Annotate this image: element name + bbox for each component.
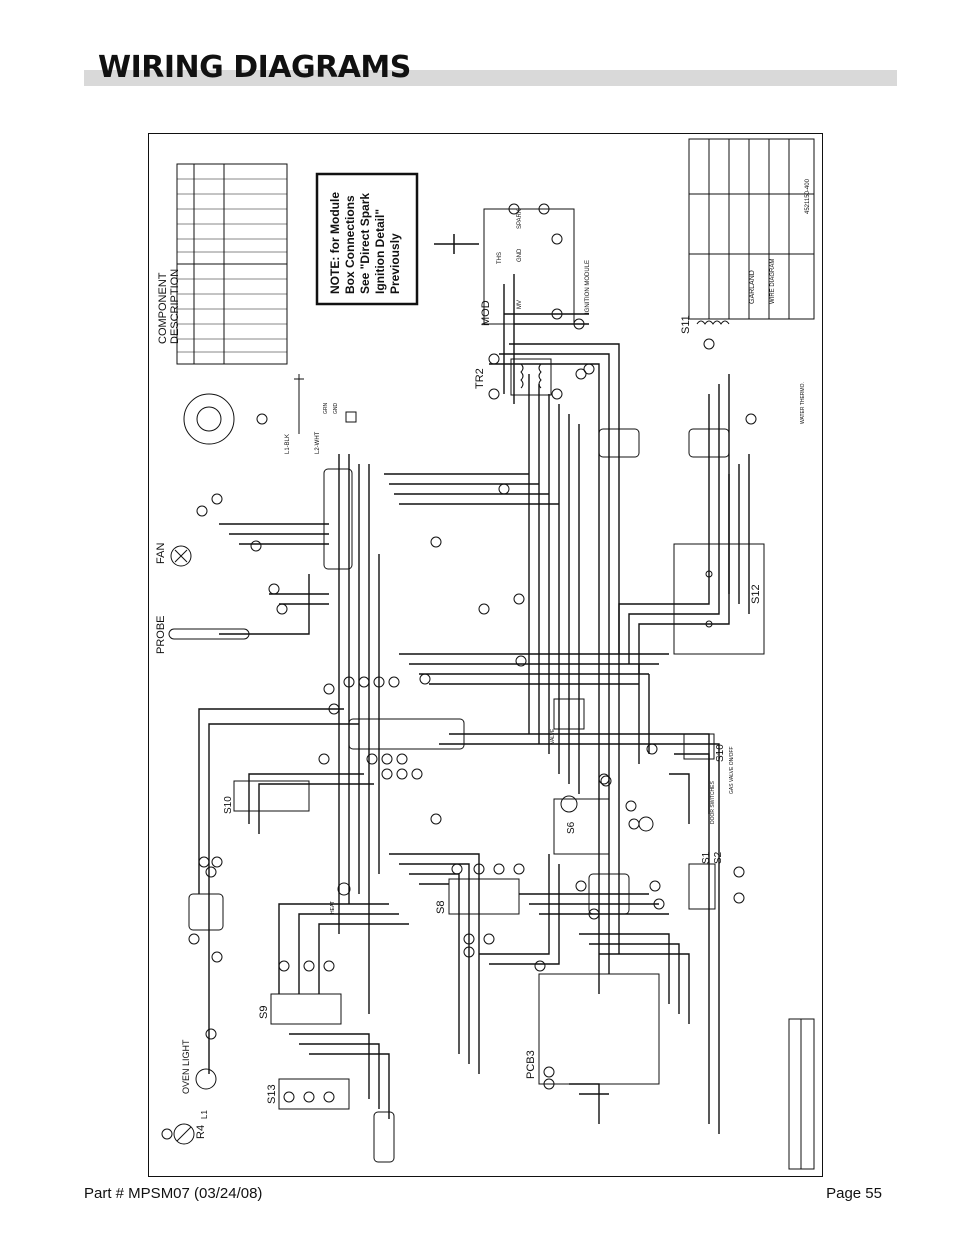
ignition-module: SPARK GND MV THS IGNITION MODULE MOD xyxy=(434,208,591,326)
svg-text:OVEN LIGHT: OVEN LIGHT xyxy=(181,1039,191,1094)
page-number: Page 55 xyxy=(826,1185,882,1202)
wires xyxy=(198,274,750,1134)
motor xyxy=(183,393,235,445)
svg-text:PROBE: PROBE xyxy=(155,615,167,654)
svg-text:S12: S12 xyxy=(750,584,762,604)
svg-text:FAN: FAN xyxy=(155,543,167,564)
switch-s11: S11 WATER THERMO. xyxy=(680,315,806,424)
svg-text:S10: S10 xyxy=(223,796,234,814)
svg-text:L1: L1 xyxy=(200,1110,209,1119)
svg-text:DOOR SWITCHES: DOOR SWITCHES xyxy=(710,781,716,824)
svg-text:L2-WHT: L2-WHT xyxy=(315,431,321,454)
terminal-block-main xyxy=(188,428,730,1163)
pcb3: PCB3 xyxy=(525,973,660,1085)
wiring-diagram: COMPONENT DESCRIPTION NOTE: for Module B… xyxy=(148,133,823,1177)
svg-text:GND: GND xyxy=(333,403,339,415)
svg-text:Box Connections: Box Connections xyxy=(343,195,357,294)
svg-text:COMPONENT: COMPONENT xyxy=(157,272,169,344)
svg-text:HEAT: HEAT xyxy=(330,901,336,914)
component-description-label: COMPONENT DESCRIPTION xyxy=(157,269,181,344)
ground-symbol: GND GRN xyxy=(323,403,357,423)
svg-text:Previously: Previously xyxy=(388,233,402,294)
svg-text:S6: S6 xyxy=(566,821,577,834)
thermo-r4: R4 xyxy=(173,1123,207,1145)
fan: FAN xyxy=(155,543,192,567)
svg-text:DESCRIPTION: DESCRIPTION xyxy=(169,269,181,344)
svg-text:WIRE DIAGRAM: WIRE DIAGRAM xyxy=(770,259,776,304)
transformer-tr2: TR2 xyxy=(474,358,552,396)
svg-text:See "Direct Spark: See "Direct Spark xyxy=(358,193,372,294)
switch-s10-right: S10 GAS VALVE ON/OFF xyxy=(683,733,735,794)
valve: VALVE xyxy=(550,698,585,744)
svg-text:Ignition Detail": Ignition Detail" xyxy=(373,209,387,294)
svg-text:S1: S1 xyxy=(701,851,712,864)
switch-s12: S12 xyxy=(673,543,765,655)
title-block: GARLAND WIRE DIAGRAM 4521150-400 xyxy=(688,138,815,1170)
svg-text:TR2: TR2 xyxy=(474,368,486,389)
heat-light: HEAT xyxy=(330,882,351,914)
svg-text:S9: S9 xyxy=(258,1006,270,1019)
svg-text:GARLAND: GARLAND xyxy=(749,270,756,304)
probe: PROBE xyxy=(155,615,250,654)
switch-s13: S13 xyxy=(266,1078,350,1110)
svg-text:VALVE: VALVE xyxy=(550,728,556,744)
power-cord: L1-BLK L2-WHT xyxy=(285,374,321,454)
svg-text:GND: GND xyxy=(517,248,523,262)
svg-text:L1-BLK: L1-BLK xyxy=(285,434,291,454)
svg-text:S11: S11 xyxy=(680,315,692,334)
door-switches: S1 S2 DOOR SWITCHES xyxy=(688,781,724,910)
svg-text:4521150-400: 4521150-400 xyxy=(805,178,811,214)
page-title: WIRING DIAGRAMS xyxy=(98,50,411,85)
switch-s9: S9 xyxy=(258,993,342,1025)
svg-text:IGNITION MODULE: IGNITION MODULE xyxy=(585,260,591,314)
oven-light: OVEN LIGHT L1 xyxy=(181,1039,217,1119)
svg-text:GRN: GRN xyxy=(323,403,329,415)
svg-text:GAS VALVE ON/OFF: GAS VALVE ON/OFF xyxy=(729,746,735,794)
svg-text:SPARK: SPARK xyxy=(517,209,523,229)
part-number: Part # MPSM07 (03/24/08) xyxy=(84,1185,263,1202)
svg-text:WATER THERMO.: WATER THERMO. xyxy=(800,382,806,424)
switch-s6-timer: S6 xyxy=(553,795,654,855)
svg-text:MOD: MOD xyxy=(480,300,492,326)
title-bar xyxy=(84,70,897,86)
switch-s10-left: S10 xyxy=(223,780,310,814)
svg-text:S10: S10 xyxy=(715,744,726,762)
svg-text:PCB3: PCB3 xyxy=(525,1050,537,1079)
switch-s8: S8 xyxy=(435,878,520,915)
svg-text:S13: S13 xyxy=(266,1084,278,1104)
svg-text:R4: R4 xyxy=(195,1125,207,1139)
svg-text:S8: S8 xyxy=(435,901,447,914)
wire-markers xyxy=(161,203,757,1140)
svg-text:THS: THS xyxy=(497,252,503,264)
svg-text:MV: MV xyxy=(517,300,523,309)
svg-text:NOTE: for Module: NOTE: for Module xyxy=(328,192,342,294)
module-note-box: NOTE: for Module Box Connections See "Di… xyxy=(315,172,419,306)
svg-text:S2: S2 xyxy=(713,851,724,864)
component-description-table xyxy=(176,163,288,365)
